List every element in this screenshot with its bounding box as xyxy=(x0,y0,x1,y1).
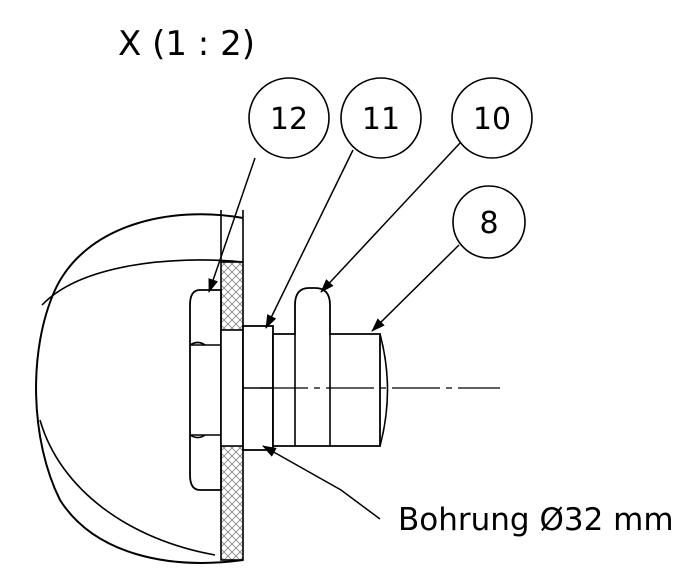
balloon-8-text: 8 xyxy=(479,206,498,241)
housing-curve-lower xyxy=(39,419,216,556)
callout-leader xyxy=(262,445,381,520)
balloon-12-text: 12 xyxy=(270,102,308,137)
gland-body-part-10 xyxy=(272,287,381,447)
nut-part-12 xyxy=(189,289,222,491)
balloon-10-text: 10 xyxy=(473,102,511,137)
housing-dome xyxy=(35,213,244,564)
callout-bohrung: Bohrung Ø32 mm xyxy=(398,502,674,538)
leader-8 xyxy=(371,244,460,332)
leader-11 xyxy=(265,149,354,329)
leader-10 xyxy=(320,142,461,293)
balloon-11: 11 xyxy=(340,77,422,159)
balloon-11-text: 11 xyxy=(362,102,400,137)
leader-12 xyxy=(208,157,256,293)
view-label: X (1 : 2) xyxy=(118,24,255,64)
balloon-8: 8 xyxy=(452,185,526,259)
balloon-12: 12 xyxy=(248,77,330,159)
housing-curve-upper xyxy=(41,259,244,306)
cable-end-part-8 xyxy=(379,333,389,447)
balloon-10: 10 xyxy=(451,77,533,159)
thread-shank xyxy=(220,329,244,447)
